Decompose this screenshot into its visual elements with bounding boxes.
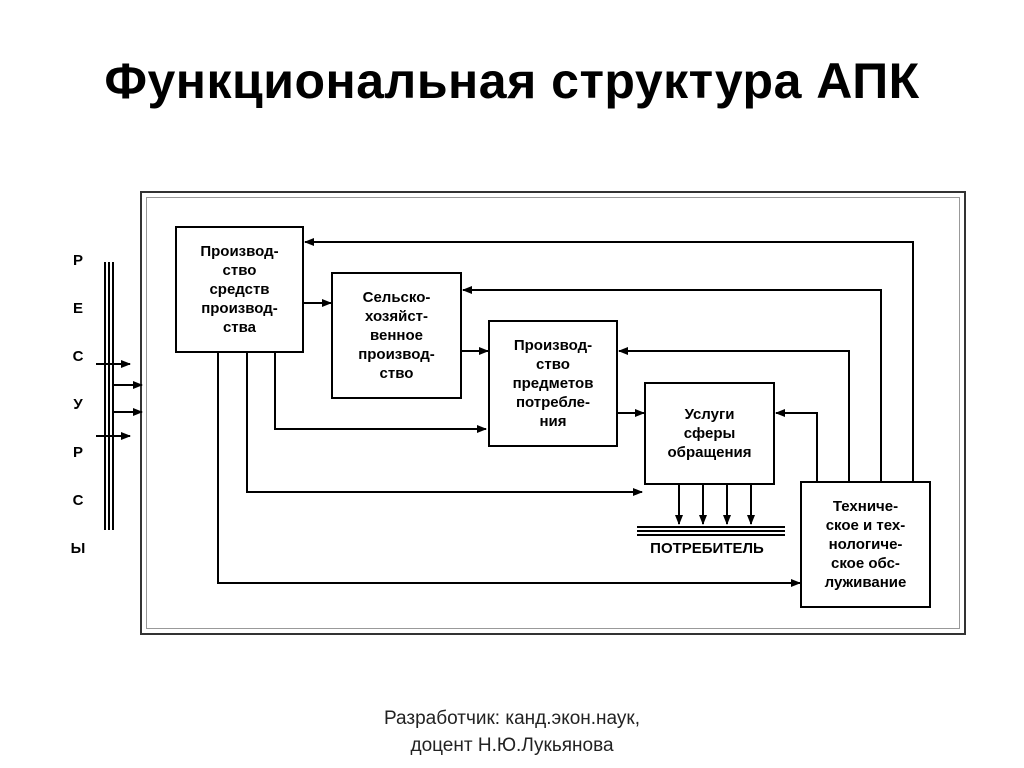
- consumer-goods-label: Производ- ство предметов потребле- ния: [512, 337, 594, 430]
- technical-service-label: Техниче- ское и тех- нологиче- ское обс-…: [824, 498, 907, 591]
- author-line-2: доцент Н.Ю.Лукьянова: [410, 735, 614, 756]
- circulation-services-box: Услуги сферы обращения: [644, 382, 775, 485]
- author-credit: Разработчик: канд.экон.наук, доцент Н.Ю.…: [0, 705, 1024, 759]
- technical-service-box: Техниче- ское и тех- нологиче- ское обс-…: [800, 481, 931, 608]
- resources-letter: Ы: [70, 540, 86, 557]
- resources-letter: Р: [72, 252, 83, 269]
- consumer-label: ПОТРЕБИТЕЛЬ: [650, 540, 764, 557]
- agricultural-production-box: Сельско- хозяйст- венное производ- ство: [331, 272, 462, 399]
- resources-letter: У: [73, 396, 83, 413]
- circulation-services-label: Услуги сферы обращения: [667, 406, 752, 461]
- resources-letter: Е: [72, 300, 83, 317]
- agricultural-production-label: Сельско- хозяйст- венное производ- ство: [358, 289, 435, 382]
- resources-letter: С: [72, 348, 84, 365]
- page-title: Функциональная структура АПК: [104, 53, 920, 109]
- resources-letter: Р: [72, 444, 83, 461]
- means-of-production-box: Производ- ство средств производ- ства: [175, 226, 304, 353]
- means-of-production-label: Производ- ство средств производ- ства: [200, 243, 279, 336]
- consumer-goods-box: Производ- ство предметов потребле- ния: [488, 320, 618, 447]
- author-line-1: Разработчик: канд.экон.наук,: [383, 708, 640, 729]
- resources-letter: С: [72, 492, 84, 509]
